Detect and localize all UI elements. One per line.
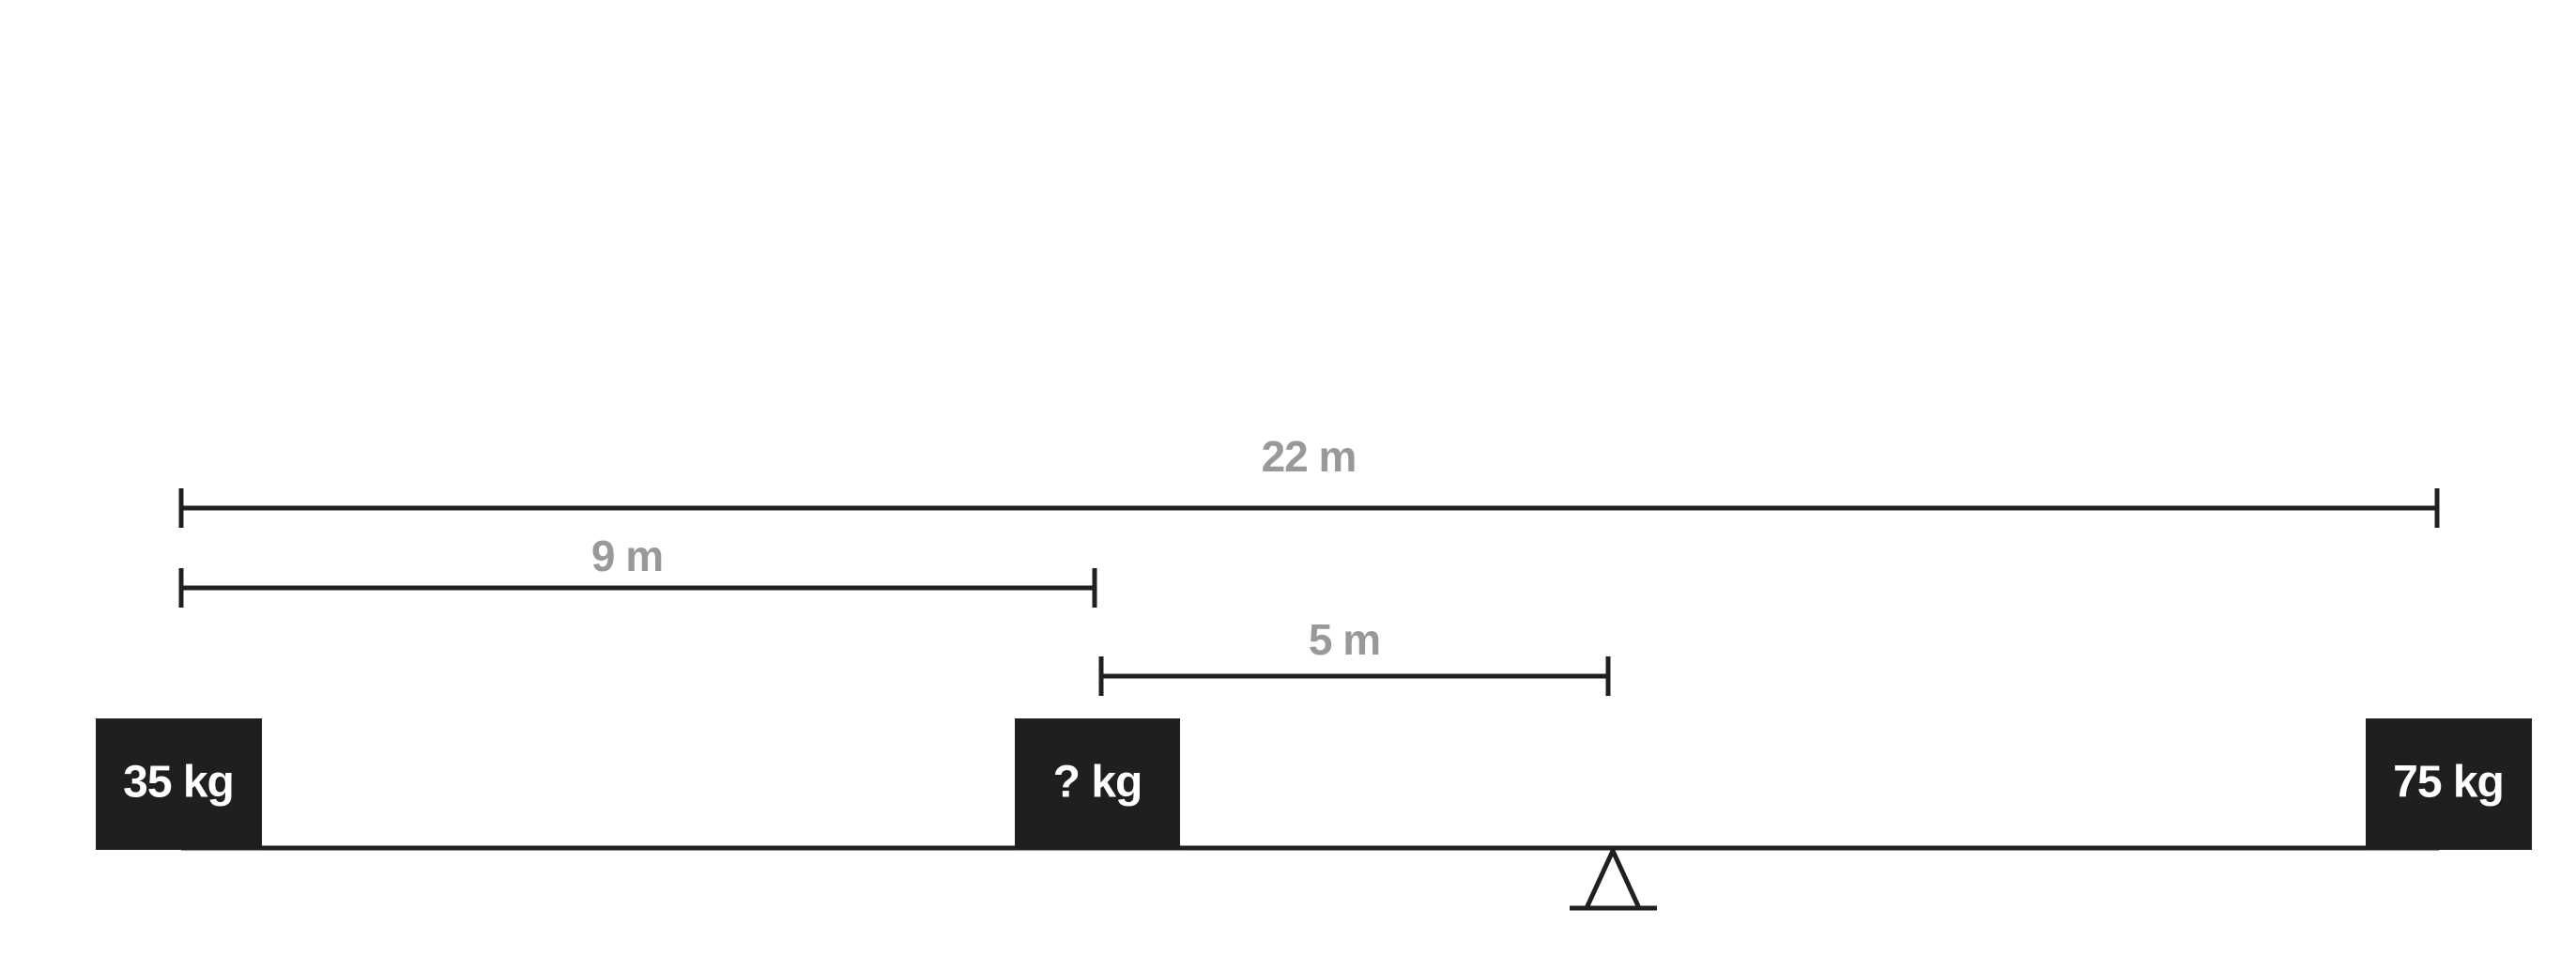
weight-right: 75 kg: [2366, 718, 2532, 850]
fulcrum: [1570, 845, 1657, 911]
dimension-label-total: 22 m: [1262, 432, 1357, 481]
weight-box-unknown: [1015, 718, 1180, 850]
weight-unknown: ? kg: [1015, 718, 1180, 850]
dimension-unknown-to-pivot: 5 m: [1098, 615, 1611, 696]
dimension-label-9m: 9 m: [591, 532, 663, 580]
dimension-left-to-unknown: 9 m: [178, 532, 1097, 608]
fulcrum-triangle: [1584, 845, 1642, 910]
dimension-label-5m: 5 m: [1309, 615, 1380, 664]
weight-label-unknown: ? kg: [1053, 758, 1142, 808]
dimension-total-span: 22 m: [178, 432, 2440, 528]
weight-left: 35 kg: [96, 718, 262, 850]
weight-box-left: [96, 718, 262, 850]
weight-label-right: 75 kg: [2393, 758, 2504, 808]
weight-label-left: 35 kg: [123, 758, 234, 808]
weight-box-right: [2366, 718, 2532, 850]
